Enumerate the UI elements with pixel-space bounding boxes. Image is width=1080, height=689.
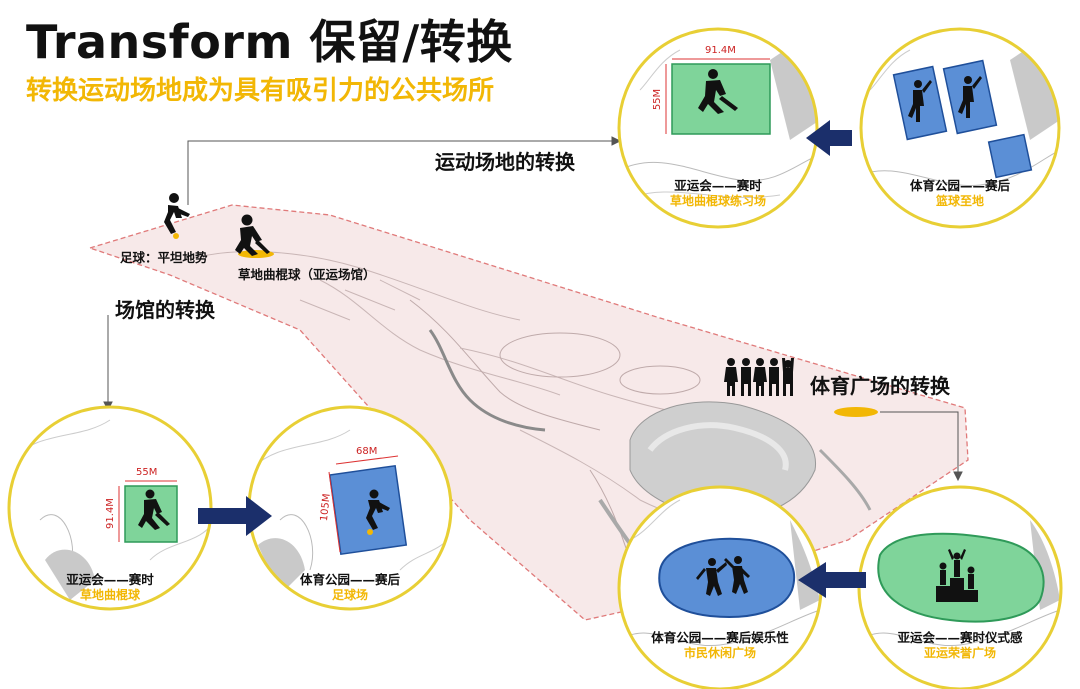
football-player-icon <box>164 193 190 239</box>
football-player-icon <box>366 489 390 535</box>
dimension-label: 91.4M <box>705 45 736 56</box>
circle-top-right <box>859 27 1061 229</box>
section-label-plaza: 体育广场的转换 <box>810 374 950 398</box>
basketball-player-icon <box>908 76 982 122</box>
crowd-icon <box>724 358 794 396</box>
caption-sub: 篮球至地 <box>935 194 984 208</box>
circle-bottom-4 <box>857 485 1063 689</box>
caption-main: 体育公园——赛后娱乐性 <box>651 630 789 645</box>
site-label-hockey: 草地曲棍球（亚运场馆） <box>238 267 376 282</box>
site-plan <box>87 204 969 621</box>
circle-top-left <box>617 27 819 229</box>
hockey-player-icon <box>138 489 170 530</box>
transition-arrow-bottom-left <box>198 496 272 536</box>
dimension-label: 91.4M <box>104 498 116 529</box>
podium-icon <box>936 549 978 602</box>
caption-main: 亚运会——赛时 <box>674 178 762 193</box>
caption-sub: 亚运荣誉广场 <box>923 646 996 660</box>
caption-main: 体育公园——赛后 <box>909 178 1010 193</box>
dimension-label: 55M <box>652 88 664 111</box>
page-subtitle: 转换运动场地成为具有吸引力的公共场所 <box>26 76 495 106</box>
caption-bottom-2: 体育公园——赛后 足球场 <box>250 572 450 603</box>
caption-main: 亚运会——赛时仪式感 <box>897 630 1023 645</box>
site-label-football: 足球：平坦地势 <box>120 250 208 265</box>
circle-bottom-2 <box>247 405 453 611</box>
section-label-sports-field: 运动场地的转换 <box>435 150 575 174</box>
section-label-venue: 场馆的转换 <box>115 298 215 322</box>
circle-bottom-3 <box>617 485 823 689</box>
caption-sub: 草地曲棍球 <box>79 588 140 602</box>
hockey-player-icon <box>235 214 270 256</box>
caption-main: 亚运会——赛时 <box>66 572 154 587</box>
transition-arrow-bottom-right <box>798 562 866 598</box>
circle-bottom-1 <box>7 405 213 611</box>
caption-top-left: 亚运会——赛时 草地曲棍球练习场 <box>618 178 818 209</box>
dimension-label: 55M <box>136 467 158 478</box>
dancing-people-icon <box>696 556 750 596</box>
caption-bottom-1: 亚运会——赛时 草地曲棍球 <box>10 572 210 603</box>
caption-sub: 草地曲棍球练习场 <box>669 194 766 208</box>
hockey-player-icon <box>698 69 738 114</box>
caption-sub: 足球场 <box>331 588 368 602</box>
dimension-label: 68M <box>356 446 378 457</box>
caption-bottom-3: 体育公园——赛后娱乐性 市民休闲广场 <box>620 630 820 661</box>
caption-top-right: 体育公园——赛后 篮球至地 <box>860 178 1060 209</box>
transition-arrow-top <box>806 120 852 156</box>
caption-sub: 市民休闲广场 <box>683 646 756 660</box>
page-title: Transform 保留/转换 <box>26 15 513 69</box>
caption-main: 体育公园——赛后 <box>299 572 400 587</box>
caption-bottom-4: 亚运会——赛时仪式感 亚运荣誉广场 <box>860 630 1060 661</box>
